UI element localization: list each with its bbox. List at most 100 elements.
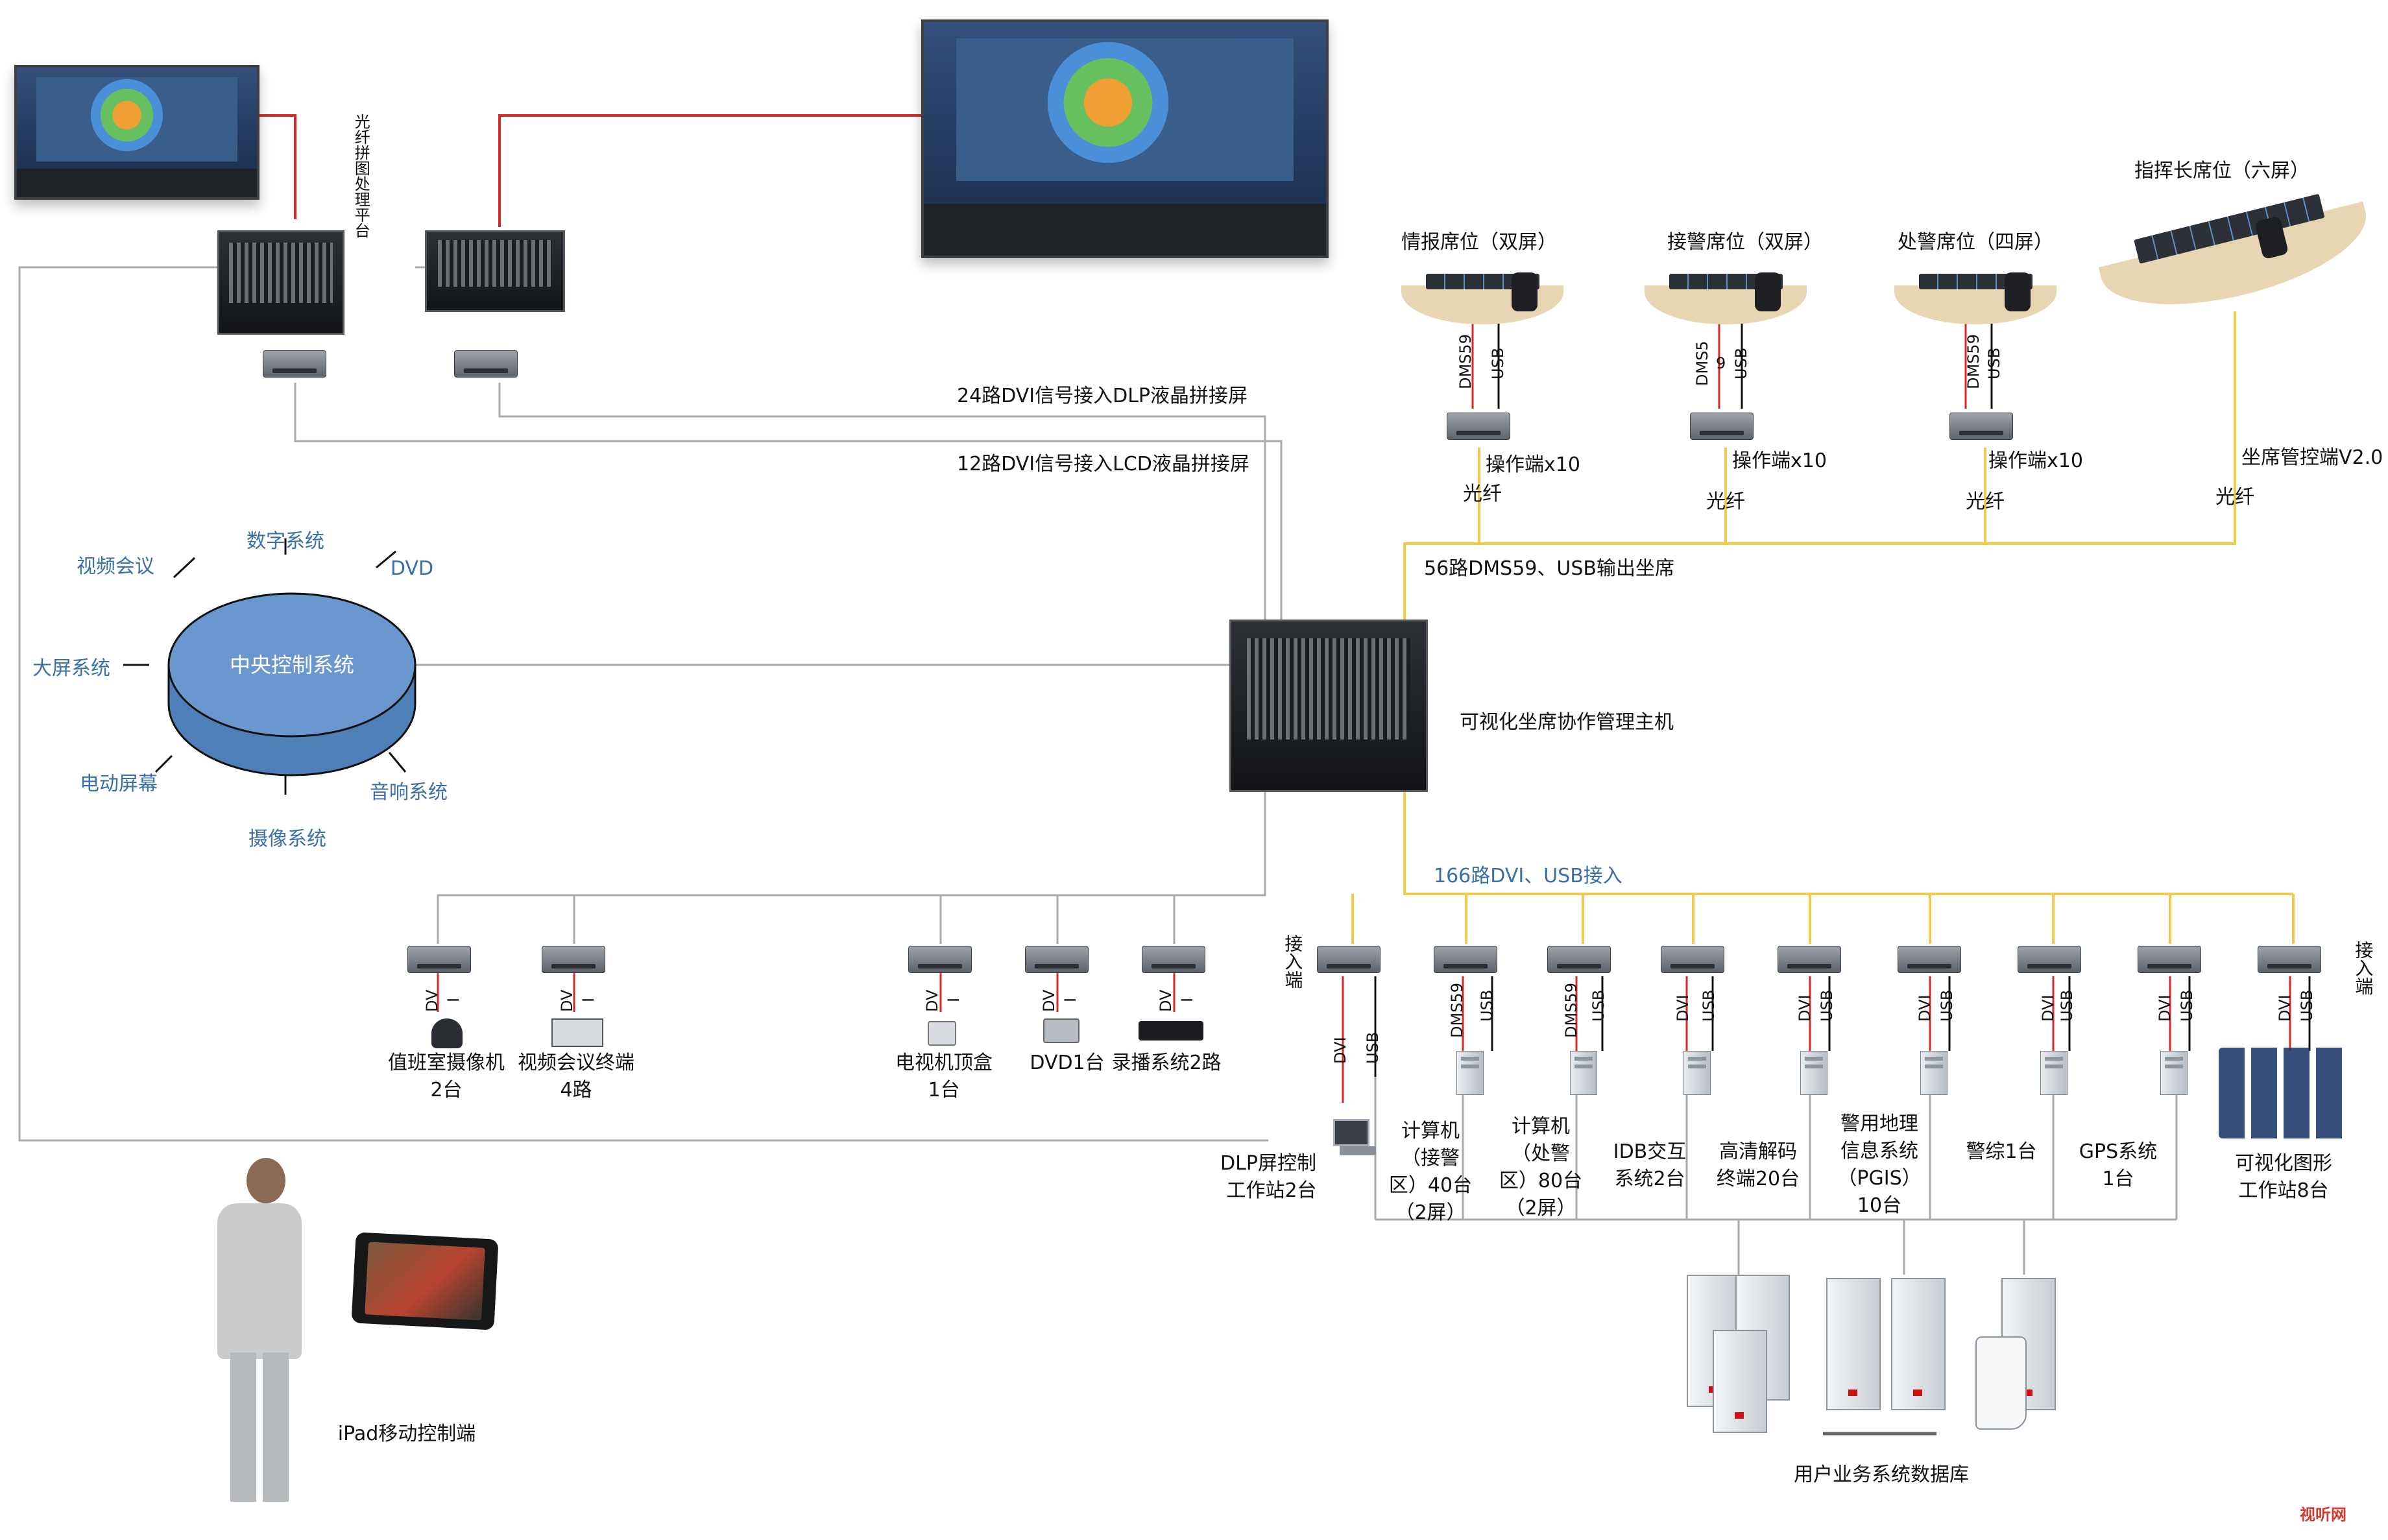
visual-workstation-cluster-icon [2219, 1048, 2348, 1138]
pgis-tower [1920, 1051, 1948, 1095]
dvd-label: DVD [390, 557, 434, 580]
dvd-receiver [1025, 946, 1089, 973]
police-tower [2040, 1051, 2068, 1095]
tv-box-receiver [908, 946, 972, 973]
seat-alarm-dms5-label: DMS5 [1693, 341, 1711, 386]
seat-dispatch-desk [1894, 272, 2056, 324]
tv-box-label: 电视机顶盒 [895, 1052, 993, 1074]
dlp-ws-usb-label: USB [1364, 1031, 1382, 1064]
electric-screen-label: 电动屏幕 [80, 773, 158, 795]
access-receiver-7 [2018, 946, 2081, 973]
gps-dvi-label: DVI [2156, 994, 2174, 1022]
vis-usb-label: USB [2298, 989, 2316, 1022]
yellow-links [1351, 311, 2295, 944]
vis-dvi-label: DVI [2276, 994, 2294, 1022]
seat-dispatch-usb-label: USB [1985, 347, 2003, 379]
pc-disp-line1: 计算机 [1512, 1115, 1570, 1138]
db-server-5 [1891, 1278, 1946, 1410]
db-server-4 [1826, 1278, 1881, 1410]
usb-lines [1374, 308, 2311, 1077]
rec-dv-label: DV [1157, 989, 1175, 1012]
pc-disp-dms59-label: DMS59 [1562, 983, 1580, 1038]
dvi-24-label: 24路DVI信号接入DLP液晶拼接屏 [957, 385, 1248, 407]
pgis-usb-label: USB [1938, 989, 1956, 1022]
hd-line1: 高清解码 [1719, 1140, 1797, 1163]
dvd-i-label: I [1061, 997, 1079, 1002]
rec-i-label: I [1178, 997, 1196, 1002]
seat-alarm-receiver [1690, 413, 1754, 440]
central-control-label: 中央控制系统 [229, 653, 355, 677]
video-term-dv-label: DV [558, 989, 576, 1012]
fiber-receiver-1 [263, 350, 326, 378]
watermark-logo: 视听网 [2300, 1502, 2346, 1524]
dvd-icon [1043, 1018, 1079, 1043]
idb-usb-label: USB [1700, 989, 1718, 1022]
fiber-receiver-2 [454, 350, 518, 378]
seat-mgmt-label: 坐席管控端V2.0 [2241, 446, 2383, 469]
seat-alarm-usb-label: USB [1732, 347, 1750, 379]
video-term-i-label: I [579, 997, 597, 1002]
tv-box-i-label: I [945, 997, 963, 1002]
video-term-icon [551, 1018, 603, 1047]
seat-dispatch-op-label: 操作端x10 [1988, 450, 2083, 472]
tv-box-dv-label: DV [923, 989, 941, 1012]
dlp-ws-computer-icon [1333, 1119, 1379, 1158]
pc-alarm-line4: （2屏） [1395, 1201, 1466, 1224]
fiber-platform-unit-2 [425, 230, 565, 312]
access-receiver-9 [2258, 946, 2321, 973]
duty-camera-dv-label: DV [423, 989, 441, 1012]
access-receiver-5 [1778, 946, 1841, 973]
rec-receiver [1142, 946, 1205, 973]
hd-usb-label: USB [1818, 989, 1836, 1022]
vis-line1: 可视化图形 [2235, 1152, 2332, 1175]
pgis-line3: （PGIS） [1837, 1167, 1922, 1190]
dvd-dv-label: DV [1040, 989, 1058, 1012]
host-chassis [1229, 620, 1428, 792]
access-receiver-3 [1547, 946, 1611, 973]
pc-alarm-tower [1456, 1051, 1484, 1095]
fiber-label-1: 光纤 [1463, 483, 1502, 505]
dvi-lines [437, 308, 2291, 1103]
lcd-video-wall [14, 65, 259, 200]
ipad-user-figure [195, 1158, 324, 1515]
big-screen-label: 大屏系统 [32, 657, 110, 680]
hd-dvi-label: DVI [1796, 994, 1814, 1022]
duty-camera-icon [431, 1018, 463, 1048]
seat-alarm-label: 接警席位（双屏） [1667, 231, 1823, 254]
tv-box-icon [928, 1021, 956, 1046]
dlp-video-wall [921, 19, 1329, 258]
seat-alarm-nine-label: 9 [1716, 354, 1726, 372]
gps-line1: GPS系统 [2079, 1140, 2158, 1163]
duty-camera-count: 2台 [430, 1079, 463, 1101]
pgis-line2: 信息系统 [1840, 1140, 1918, 1162]
ipad-device-icon [351, 1232, 499, 1330]
audio-system-label: 音响系统 [370, 781, 448, 804]
pc-disp-usb-label: USB [1589, 989, 1608, 1022]
gps-line2: 1台 [2102, 1168, 2134, 1190]
host-label: 可视化坐席协作管理主机 [1460, 711, 1674, 734]
seat-alarm-op-label: 操作端x10 [1732, 450, 1827, 472]
dvi-12-label: 12路DVI信号接入LCD液晶拼接屏 [957, 453, 1249, 475]
seat-intel-usb-label: USB [1489, 347, 1507, 379]
pgis-line1: 警用地理 [1840, 1113, 1918, 1135]
access-right-label: 接入端 [2352, 941, 2374, 995]
access-receiver-6 [1898, 946, 1961, 973]
pc-disp-line4: （2屏） [1505, 1197, 1576, 1220]
seat-intel-label: 情报席位（双屏） [1401, 231, 1557, 254]
idb-line1: IDB交互 [1613, 1140, 1687, 1163]
video-conf-label: 视频会议 [77, 555, 154, 578]
rec-label: 录播系统2路 [1111, 1052, 1222, 1074]
digital-system-label: 数字系统 [247, 530, 324, 553]
gps-usb-label: USB [2178, 989, 2196, 1022]
access-receiver-8 [2138, 946, 2201, 973]
idb-tower [1683, 1051, 1711, 1095]
seat-intel-receiver [1447, 413, 1510, 440]
report-paper-icon [1975, 1336, 2027, 1430]
ipad-label: iPad移动控制端 [337, 1423, 476, 1445]
dvi166-label: 166路DVI、USB接入 [1434, 865, 1622, 887]
vis-line2: 工作站8台 [2238, 1179, 2329, 1202]
dms56-label: 56路DMS59、USB输出坐席 [1424, 557, 1674, 580]
duty-camera-i-label: I [444, 997, 463, 1002]
access-left-label: 接入端 [1282, 934, 1304, 989]
